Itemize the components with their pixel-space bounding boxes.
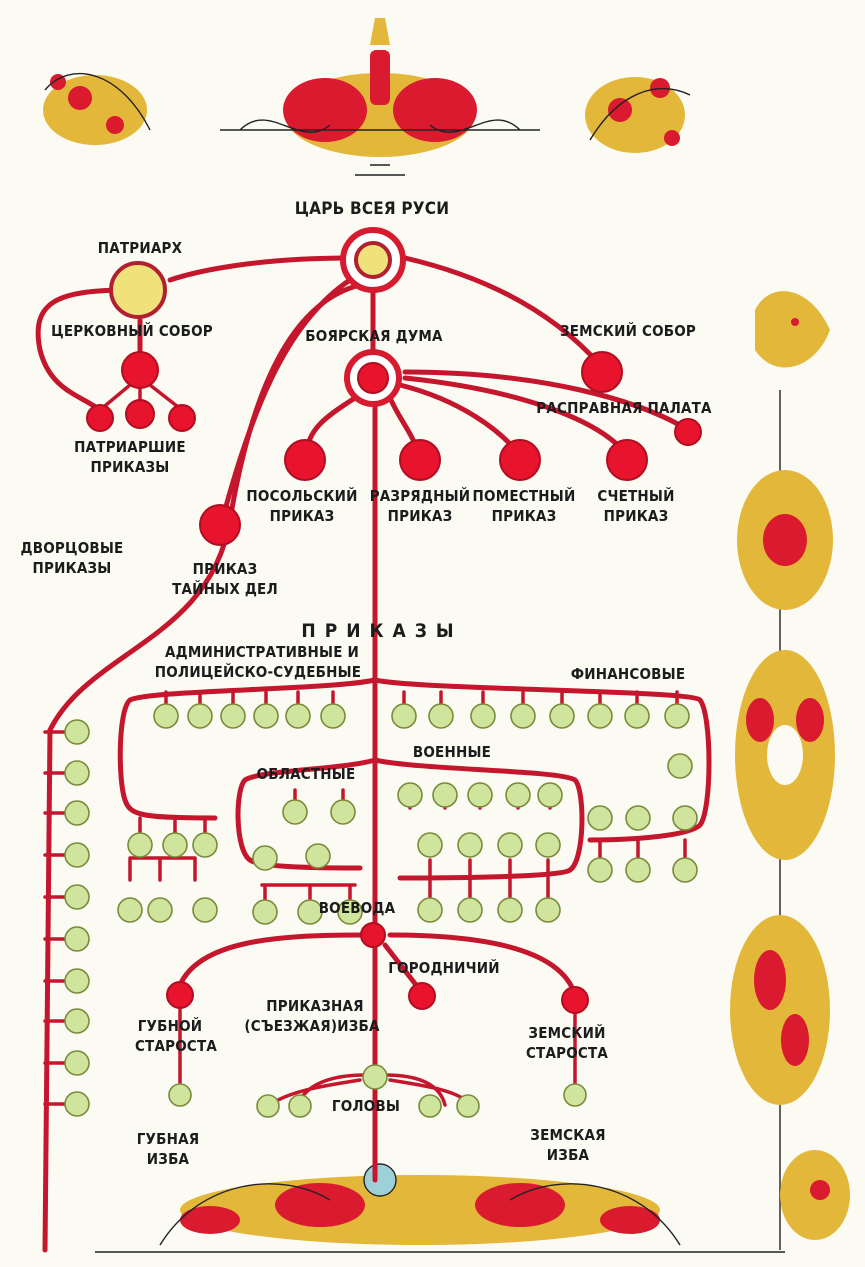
label-prikazy: ПРИКАЗЫ — [301, 620, 462, 642]
node-patriarch-prikazy-group — [86, 399, 196, 432]
label-oblastnye: ОБЛАСТНЫЕ — [257, 765, 356, 783]
label-prikaznaya-1: ПРИКАЗНАЯ — [266, 997, 363, 1015]
label-gorodnichy: ГОРОДНИЧИЙ — [388, 958, 500, 977]
label-zemsky-sobor: ЗЕМСКИЙ СОБОР — [560, 321, 696, 340]
node-rasprav-palata — [674, 418, 702, 446]
label-church-council: ЦЕРКОВНЫЙ СОБОР — [51, 321, 213, 340]
node-gubnoy-starosta — [166, 981, 194, 1009]
node-gorodnichy — [408, 982, 436, 1010]
label-golovy: ГОЛОВЫ — [332, 1097, 400, 1115]
label-zemskaya-2: ИЗБА — [547, 1146, 590, 1164]
label-rasprav-palata: РАСПРАВНАЯ ПАЛАТА — [536, 399, 712, 417]
labels: ЦАРЬ ВСЕЯ РУСИ ПАТРИАРХ ЦЕРКОВНЫЙ СОБОР … — [21, 199, 712, 1168]
label-razryadny-2: ПРИКАЗ — [388, 507, 453, 525]
label-schetny-1: СЧЕТНЫЙ — [597, 486, 674, 505]
label-pomestny-1: ПОМЕСТНЫЙ — [473, 486, 576, 505]
label-voevoda: ВОЕВОДА — [319, 899, 396, 917]
label-zemsky-starosta-1: ЗЕМСКИЙ — [528, 1023, 605, 1042]
node-prikaznaya-izba — [362, 1064, 388, 1090]
label-voennye: ВОЕННЫЕ — [413, 743, 491, 761]
label-admin-1: АДМИНИСТРАТИВНЫЕ И — [165, 643, 359, 661]
label-razryadny-1: РАЗРЯДНЫЙ — [370, 486, 471, 505]
node-gubnaya-izba — [168, 1083, 192, 1107]
node-razryadny — [399, 439, 441, 481]
label-admin-2: ПОЛИЦЕЙСКО-СУДЕБНЫЕ — [155, 662, 361, 681]
node-posolsky — [284, 439, 326, 481]
nodes-dvortsovye — [64, 719, 90, 1117]
node-voevoda — [360, 922, 386, 948]
label-prikaznaya-2: (СЪЕЗЖАЯ)ИЗБА — [244, 1017, 380, 1035]
label-tainye-1: ПРИКАЗ — [193, 560, 258, 578]
label-finansovye: ФИНАНСОВЫЕ — [571, 665, 686, 683]
bottom-ornament — [95, 1163, 785, 1253]
nodes-regional — [252, 799, 363, 925]
label-tsar: ЦАРЬ ВСЕЯ РУСИ — [295, 199, 449, 219]
top-ornament — [220, 18, 540, 176]
node-schetny — [606, 439, 648, 481]
nodes-military — [397, 782, 563, 923]
label-gubnaya-2: ИЗБА — [147, 1150, 190, 1168]
label-schetny-2: ПРИКАЗ — [604, 507, 669, 525]
label-patriarch-prikazy-2: ПРИКАЗЫ — [91, 458, 170, 476]
nodes-financial — [391, 703, 698, 883]
label-patriarch: ПАТРИАРХ — [98, 239, 183, 257]
node-boyar-duma — [344, 349, 402, 407]
label-pomestny-2: ПРИКАЗ — [492, 507, 557, 525]
node-zemskaya-izba — [563, 1083, 587, 1107]
label-gubnoy-2: СТАРОСТА — [135, 1037, 217, 1055]
label-posolsky-1: ПОСОЛЬСКИЙ — [246, 486, 357, 505]
node-zemsky-sobor — [581, 351, 623, 393]
node-pomestny — [499, 439, 541, 481]
node-zemsky-starosta — [561, 986, 589, 1014]
label-dvortsovye-2: ПРИКАЗЫ — [33, 559, 112, 577]
label-gubnoy-1: ГУБНОЙ — [138, 1016, 203, 1035]
right-column-ornament — [730, 291, 850, 1250]
label-gubnaya-1: ГУБНАЯ — [137, 1130, 200, 1148]
node-patriarch — [109, 261, 167, 319]
top-right-ornament — [585, 77, 691, 153]
label-zemskaya-1: ЗЕМСКАЯ — [530, 1126, 605, 1144]
label-dvortsovye-1: ДВОРЦОВЫЕ — [21, 539, 124, 557]
label-patriarch-prikazy-1: ПАТРИАРШИЕ — [74, 438, 186, 456]
node-tainye-del — [199, 504, 241, 546]
node-tsar — [340, 227, 406, 293]
label-posolsky-2: ПРИКАЗ — [270, 507, 335, 525]
node-church-council — [121, 351, 159, 389]
label-zemsky-starosta-2: СТАРОСТА — [526, 1044, 608, 1062]
nodes-administrative — [117, 703, 346, 923]
nodes-golovy — [256, 1094, 480, 1118]
label-tainye-2: ТАЙНЫХ ДЕЛ — [172, 579, 278, 598]
top-left-ornament — [43, 73, 151, 145]
label-boyar-duma: БОЯРСКАЯ ДУМА — [305, 327, 443, 345]
